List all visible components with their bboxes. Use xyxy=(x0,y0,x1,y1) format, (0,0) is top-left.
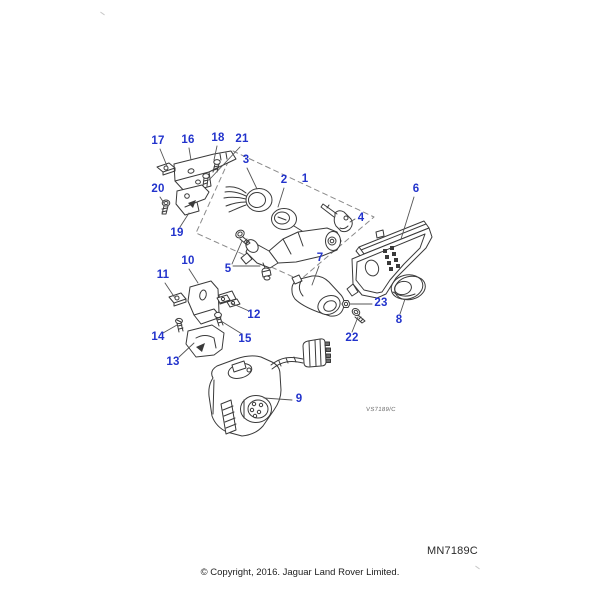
harness-connector xyxy=(302,338,331,368)
part-11-square-nut xyxy=(168,292,187,307)
part-19-bracket xyxy=(175,184,210,216)
leader-13 xyxy=(178,342,195,358)
callout-11[interactable]: 11 xyxy=(156,268,170,281)
leader-11 xyxy=(164,282,176,299)
part-7-shroud xyxy=(291,274,345,317)
leader-20 xyxy=(159,196,165,204)
steering-lock-housing xyxy=(240,227,342,281)
drawing-watermark: VS7189/C xyxy=(365,407,397,413)
callout-4[interactable]: 4 xyxy=(357,211,365,224)
part-9-harness xyxy=(270,356,304,370)
leader-10 xyxy=(188,268,199,284)
leader-5a xyxy=(231,240,243,265)
callout-5[interactable]: 5 xyxy=(224,262,232,275)
callout-6[interactable]: 6 xyxy=(412,182,420,195)
leader-15 xyxy=(220,320,243,335)
callout-20[interactable]: 20 xyxy=(151,182,165,195)
callout-2[interactable]: 2 xyxy=(280,173,288,186)
part-3-grommet-wires xyxy=(223,186,273,213)
part-5-screw xyxy=(235,229,251,246)
callout-3[interactable]: 3 xyxy=(242,153,250,166)
part-14-screw xyxy=(175,317,184,333)
callout-14[interactable]: 14 xyxy=(151,330,165,343)
part-13-clamp-bracket xyxy=(185,324,225,358)
part-22-screw xyxy=(351,308,366,324)
leader-14 xyxy=(162,324,178,334)
callout-22[interactable]: 22 xyxy=(345,331,359,344)
callout-13[interactable]: 13 xyxy=(166,355,180,368)
part-4-key xyxy=(320,203,353,233)
part-6-switch-panel xyxy=(346,220,433,299)
part-23-nut xyxy=(341,300,351,308)
part-9-unit xyxy=(208,355,282,437)
part-17-square-nut xyxy=(156,162,176,176)
leader-17 xyxy=(159,148,168,167)
leader-8 xyxy=(399,298,406,315)
callout-10[interactable]: 10 xyxy=(181,254,195,267)
leader-22 xyxy=(351,316,359,333)
callout-16[interactable]: 16 xyxy=(181,133,195,146)
callout-9[interactable]: 9 xyxy=(295,392,303,405)
part-2-ignition-switch xyxy=(271,208,303,232)
callout-12[interactable]: 12 xyxy=(247,308,261,321)
leader-9 xyxy=(263,397,293,401)
callout-18[interactable]: 18 xyxy=(211,131,225,144)
leader-19 xyxy=(179,212,190,228)
part-10-bracket xyxy=(187,280,237,325)
callout-1[interactable]: 1 xyxy=(301,172,309,185)
callout-21[interactable]: 21 xyxy=(235,132,249,145)
callout-23[interactable]: 23 xyxy=(374,296,388,309)
leader-12 xyxy=(230,302,250,312)
callout-15[interactable]: 15 xyxy=(238,332,252,345)
part-20-screw xyxy=(161,199,171,215)
leader-3 xyxy=(246,167,258,190)
callout-19[interactable]: 19 xyxy=(170,226,184,239)
callout-7[interactable]: 7 xyxy=(316,251,324,264)
leader-16 xyxy=(188,147,192,161)
part-12-clips xyxy=(216,294,241,308)
callout-17[interactable]: 17 xyxy=(151,134,165,147)
callout-leader-lines xyxy=(159,145,415,401)
leader-7 xyxy=(311,265,320,286)
leader-4 xyxy=(349,218,356,223)
copyright-text: © Copyright, 2016. Jaguar Land Rover Lim… xyxy=(200,567,400,578)
leader-6 xyxy=(400,196,415,240)
leader-2 xyxy=(277,187,285,208)
part-18-screw xyxy=(212,159,221,173)
callout-8[interactable]: 8 xyxy=(395,313,403,326)
leader-21 xyxy=(208,146,241,181)
leader-18 xyxy=(213,145,218,161)
diagram-code: MN7189C xyxy=(427,545,478,557)
part-8-bezel-ring xyxy=(390,274,426,301)
part-21-screw xyxy=(202,173,210,187)
